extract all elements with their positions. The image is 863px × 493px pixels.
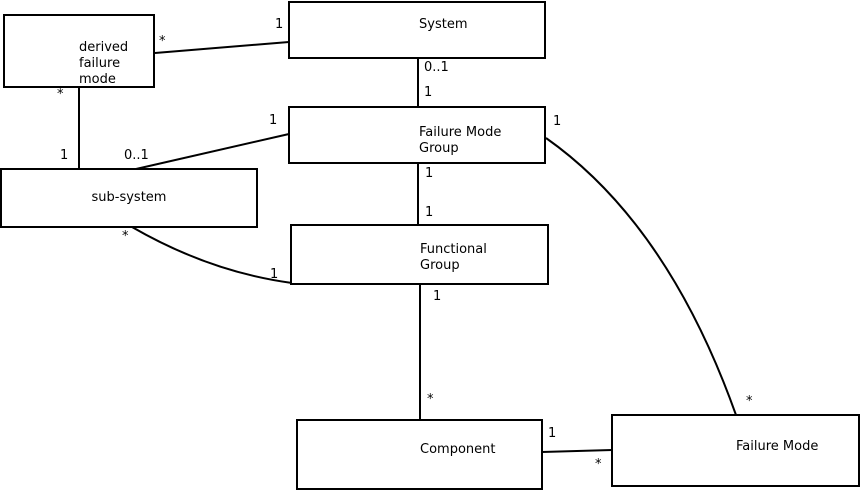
multiplicity-component-top: * (427, 392, 434, 407)
class-name-sub-system: sub-system (91, 190, 167, 205)
multiplicity-dfm-bottom: * (57, 87, 64, 102)
class-name-functional-group: Functional Group (420, 242, 487, 273)
multiplicity-fmg-bottom: 1 (425, 166, 434, 181)
multiplicity-subsystem-to-dfm: 1 (60, 148, 69, 163)
class-box-component: Component (296, 419, 543, 490)
class-box-failure-mode-group: Failure Mode Group (288, 106, 546, 164)
class-box-derived-failure-mode: derived failure mode (3, 14, 155, 88)
association-subsystem-fg (131, 226, 293, 284)
multiplicity-fg-left: 1 (270, 267, 279, 282)
multiplicity-fmg-top: 1 (424, 85, 433, 100)
multiplicity-fg-bottom: 1 (433, 289, 442, 304)
multiplicity-fmg-left: 1 (269, 113, 278, 128)
class-box-system: System (288, 1, 546, 59)
multiplicity-subsystem-to-fmg: 0..1 (124, 148, 149, 163)
class-name-failure-mode-group: Failure Mode Group (419, 125, 502, 156)
association-fmg-fm (545, 137, 737, 416)
multiplicity-fmg-right: 1 (553, 114, 562, 129)
multiplicity-dfm-to-system: * (159, 34, 166, 49)
multiplicity-system-to-dfm: 1 (275, 17, 284, 32)
class-box-functional-group: Functional Group (290, 224, 549, 285)
class-name-system: System (419, 17, 468, 32)
class-name-failure-mode: Failure Mode (736, 439, 819, 454)
multiplicity-fg-top: 1 (425, 205, 434, 220)
multiplicity-fm-left: * (595, 457, 602, 472)
class-box-sub-system: sub-system (0, 168, 258, 228)
association-dfm-system (154, 41, 290, 54)
class-name-component: Component (420, 442, 496, 457)
multiplicity-subsystem-bottom: * (122, 229, 129, 244)
class-box-failure-mode: Failure Mode (611, 414, 860, 487)
association-component-fm (541, 449, 613, 453)
class-name-derived-failure-mode: derived failure mode (79, 40, 129, 87)
multiplicity-component-right: 1 (548, 426, 557, 441)
association-fmg-subsystem (135, 133, 290, 170)
multiplicity-fm-top: * (746, 394, 753, 409)
multiplicity-system-to-fmg: 0..1 (424, 60, 449, 75)
